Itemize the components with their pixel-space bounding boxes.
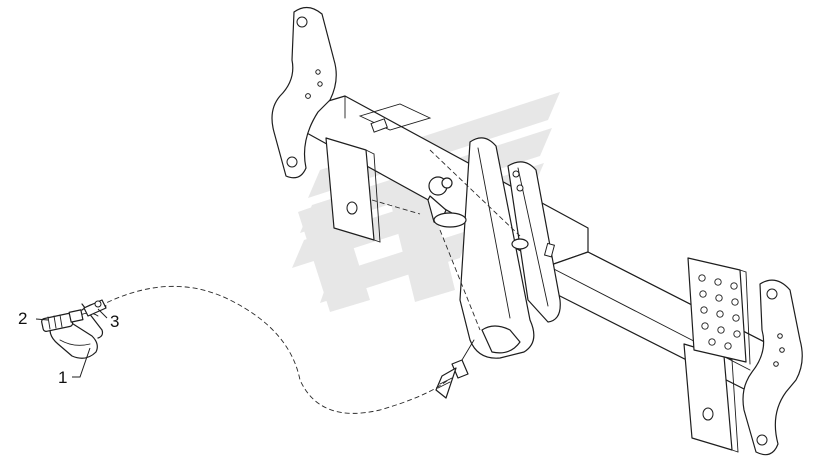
callout-3: 3: [110, 312, 120, 331]
left-mounting-plate: [271, 6, 337, 179]
right-mounting-bracket: [742, 279, 803, 456]
mounting-bolt: [435, 339, 475, 399]
axis-line: [429, 149, 521, 237]
axis-line-lower: [439, 229, 481, 331]
hitch-ball: [371, 176, 467, 228]
beam-label-plate: [358, 103, 432, 133]
callout-1: 1: [58, 368, 68, 387]
leader-line-1: [72, 347, 91, 378]
leader-line-3: [97, 308, 108, 319]
leader-line-2: [35, 318, 49, 321]
hitch-arms: [459, 137, 561, 359]
pin-part: [83, 299, 107, 317]
callout-2: 2: [18, 309, 28, 328]
safety-cable: [99, 286, 449, 414]
left-gusset-plate: [325, 137, 381, 243]
right-perforated-plate: [687, 257, 751, 365]
